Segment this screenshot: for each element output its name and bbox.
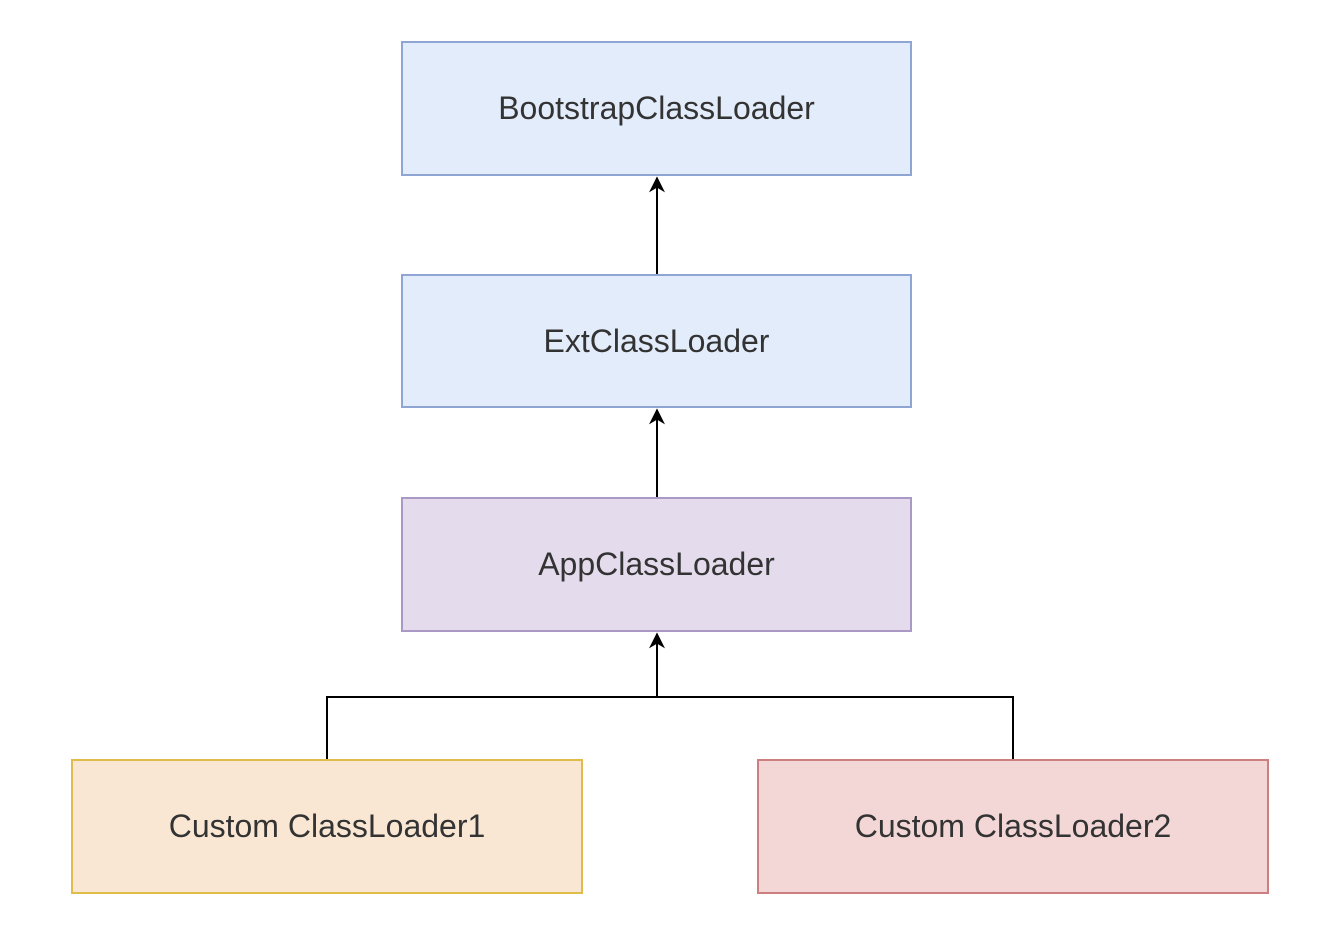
node-label: AppClassLoader <box>538 546 775 582</box>
node-custom-classloader2: Custom ClassLoader2 <box>757 759 1269 894</box>
node-label: ExtClassLoader <box>543 322 770 359</box>
node-app-classloader: AppClassLoader <box>401 497 912 632</box>
node-ext-classloader: ExtClassLoader <box>401 274 912 408</box>
node-label: BootstrapClassLoader <box>498 90 815 126</box>
edge-custom2-to-app <box>657 696 1014 759</box>
node-label: Custom ClassLoader2 <box>854 808 1172 844</box>
node-bootstrap-classloader: BootstrapClassLoader <box>401 41 912 176</box>
node-custom-classloader1: Custom ClassLoader1 <box>71 759 583 894</box>
node-label: Custom ClassLoader1 <box>168 808 486 844</box>
edge-custom1-to-app <box>326 696 657 759</box>
